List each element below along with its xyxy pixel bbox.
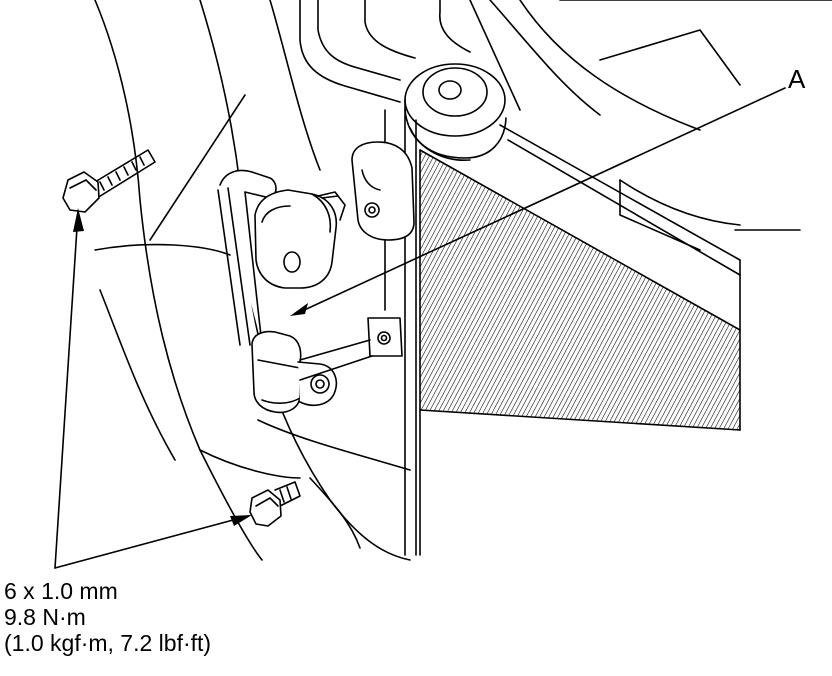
lower-flange-bolt [249, 481, 301, 527]
leader-lines [54, 87, 786, 569]
upper-flange-bolt [62, 149, 156, 213]
upper-mount-bracket [299, 0, 832, 131]
ac-pipe [217, 169, 373, 414]
lower-bracket-tab [367, 317, 403, 357]
torque-alt-units-text: (1.0 kgf·m, 7.2 lbf·ft) [4, 630, 212, 656]
torque-nm-text: 9.8 N·m [4, 604, 86, 630]
condenser-fitting-block [351, 141, 415, 241]
bolt-torque-spec: 6 x 1.0 mm 9.8 N·m (1.0 kgf·m, 7.2 lbf·f… [4, 578, 211, 656]
bolt-size-text: 6 x 1.0 mm [4, 578, 118, 604]
leader-arrowheads [73, 208, 308, 526]
condenser-core [420, 150, 740, 430]
arrowhead-upper-bolt [73, 208, 84, 232]
body-panel-outlines [94, 0, 411, 561]
arrowhead-lower-bolt [230, 515, 252, 526]
callout-label-a: A [788, 64, 806, 94]
mount-bushing [404, 63, 507, 161]
arrowhead-a [290, 303, 308, 316]
